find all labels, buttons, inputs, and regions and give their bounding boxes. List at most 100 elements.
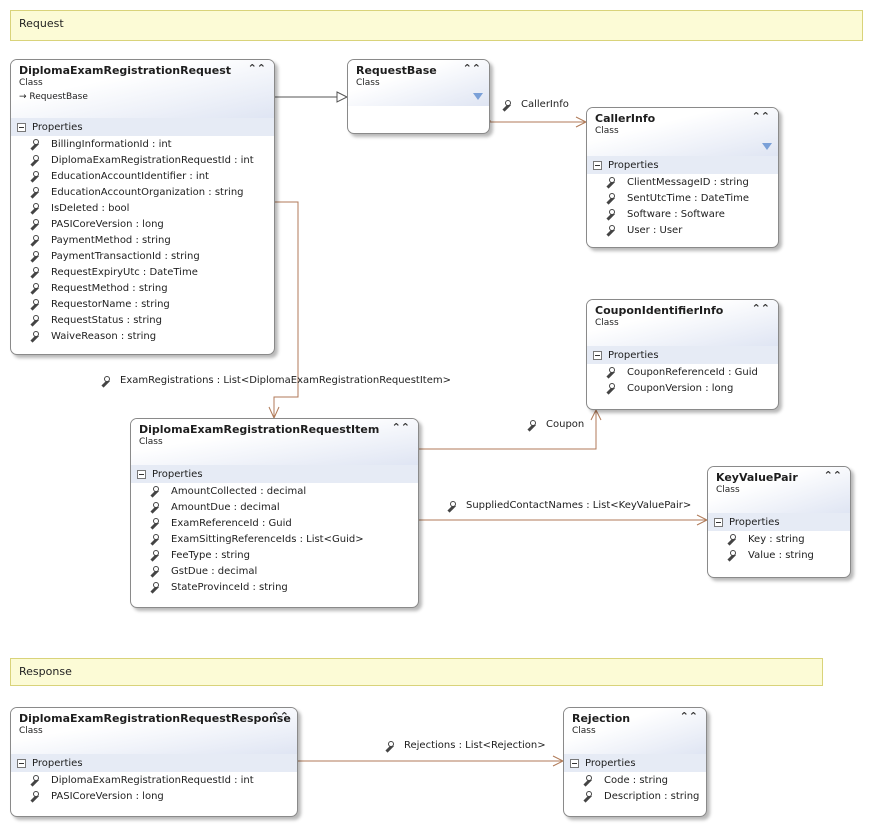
wrench-icon <box>29 171 39 181</box>
property-row[interactable]: ExamSittingReferenceIds : List<Guid> <box>131 531 418 547</box>
property-row[interactable]: Code : string <box>564 772 706 788</box>
class-kind: Class <box>595 126 619 136</box>
property-row[interactable]: RequestorName : string <box>11 296 274 312</box>
properties-section-header[interactable]: Properties <box>587 156 778 174</box>
property-row[interactable]: Software : Software <box>587 206 778 222</box>
collapse-chevrons-icon[interactable]: ⌃⌃ <box>823 469 842 482</box>
wrench-icon <box>29 251 39 261</box>
collapse-box-icon[interactable] <box>17 758 26 768</box>
collapse-chevrons-icon[interactable]: ⌃⌃ <box>751 302 770 315</box>
properties-section-header[interactable]: Properties <box>587 346 778 364</box>
property-text: DiplomaExamRegistrationRequestId : int <box>51 154 254 166</box>
property-row[interactable]: Description : string <box>564 788 706 804</box>
wrench-icon <box>501 99 511 110</box>
class-header: DiplomaExamRegistrationRequestResponse C… <box>11 708 297 754</box>
wrench-icon <box>29 155 39 165</box>
properties-section-header[interactable]: Properties <box>708 513 850 531</box>
rejections-association-label: Rejections : List<Rejection> <box>384 740 546 751</box>
class-name: DiplomaExamRegistrationRequestItem <box>139 423 380 436</box>
collapse-box-icon[interactable] <box>570 758 579 768</box>
property-row[interactable]: ClientMessageID : string <box>587 174 778 190</box>
filter-icon[interactable] <box>762 143 772 150</box>
property-row[interactable]: CouponReferenceId : Guid <box>587 364 778 380</box>
wrench-icon <box>384 740 394 751</box>
coupon-association-label: Coupon <box>526 419 584 430</box>
class-keyvaluepair[interactable]: KeyValuePair Class ⌃⌃ Properties Key : s… <box>707 466 851 578</box>
properties-section-header[interactable]: Properties <box>564 754 706 772</box>
callerinfo-association-label: CallerInfo <box>501 99 569 110</box>
properties-section-header[interactable]: Properties <box>131 465 418 483</box>
class-diplomaexamregistrationrequestitem[interactable]: DiplomaExamRegistrationRequestItem Class… <box>130 418 419 608</box>
collapse-box-icon[interactable] <box>593 350 602 360</box>
property-row[interactable]: SentUtcTime : DateTime <box>587 190 778 206</box>
wrench-icon <box>605 209 615 219</box>
property-row[interactable]: RequestStatus : string <box>11 312 274 328</box>
properties-section-header[interactable]: Properties <box>11 118 274 136</box>
wrench-icon <box>582 791 592 801</box>
property-row[interactable]: RequestMethod : string <box>11 280 274 296</box>
collapse-chevrons-icon[interactable]: ⌃⌃ <box>751 110 770 123</box>
property-row[interactable]: WaiveReason : string <box>11 328 274 344</box>
class-header: DiplomaExamRegistrationRequest Class → R… <box>11 60 274 118</box>
collapse-box-icon[interactable] <box>593 160 602 170</box>
property-row[interactable]: AmountCollected : decimal <box>131 483 418 499</box>
collapse-chevrons-icon[interactable]: ⌃⌃ <box>679 710 698 723</box>
property-row[interactable]: EducationAccountOrganization : string <box>11 184 274 200</box>
property-row[interactable]: User : User <box>587 222 778 238</box>
wrench-icon <box>149 502 159 512</box>
collapse-chevrons-icon[interactable]: ⌃⌃ <box>391 421 410 434</box>
wrench-icon <box>605 225 615 235</box>
property-row[interactable]: CouponVersion : long <box>587 380 778 396</box>
class-diplomaexamregistrationrequestresponse[interactable]: DiplomaExamRegistrationRequestResponse C… <box>10 707 298 817</box>
filter-icon[interactable] <box>473 93 483 100</box>
property-row[interactable]: ExamReferenceId : Guid <box>131 515 418 531</box>
property-row[interactable]: Key : string <box>708 531 850 547</box>
class-callerinfo[interactable]: CallerInfo Class ⌃⌃ Properties ClientMes… <box>586 107 779 248</box>
wrench-icon <box>29 283 39 293</box>
property-text: AmountCollected : decimal <box>171 485 307 497</box>
property-row[interactable]: BillingInformationId : int <box>11 136 274 152</box>
property-row[interactable]: DiplomaExamRegistrationRequestId : int <box>11 772 297 788</box>
property-text: ClientMessageID : string <box>627 176 749 188</box>
collapse-box-icon[interactable] <box>17 122 26 132</box>
class-kind: Class <box>716 485 740 495</box>
class-diplomaexamregistrationrequest[interactable]: DiplomaExamRegistrationRequest Class → R… <box>10 59 275 355</box>
property-row[interactable]: Value : string <box>708 547 850 563</box>
collapse-box-icon[interactable] <box>137 469 146 479</box>
wrench-icon <box>149 550 159 560</box>
property-row[interactable]: PaymentMethod : string <box>11 232 274 248</box>
property-row[interactable]: AmountDue : decimal <box>131 499 418 515</box>
property-text: StateProvinceId : string <box>171 581 288 593</box>
property-row[interactable]: FeeType : string <box>131 547 418 563</box>
class-couponidentifierinfo[interactable]: CouponIdentifierInfo Class ⌃⌃ Properties… <box>586 299 779 410</box>
class-requestbase[interactable]: RequestBase Class ⌃⌃ <box>347 59 490 134</box>
property-text: PaymentTransactionId : string <box>51 250 200 262</box>
properties-section-header[interactable]: Properties <box>11 754 297 772</box>
property-text: SentUtcTime : DateTime <box>627 192 750 204</box>
collapse-box-icon[interactable] <box>714 517 723 527</box>
property-text: EducationAccountIdentifier : int <box>51 170 209 182</box>
wrench-icon <box>29 203 39 213</box>
property-row[interactable]: PASICoreVersion : long <box>11 216 274 232</box>
class-rejection[interactable]: Rejection Class ⌃⌃ Properties Code : str… <box>563 707 707 817</box>
property-text: User : User <box>627 224 683 236</box>
property-row[interactable]: PASICoreVersion : long <box>11 788 297 804</box>
collapse-chevrons-icon[interactable]: ⌃⌃ <box>462 62 481 75</box>
property-row[interactable]: StateProvinceId : string <box>131 579 418 595</box>
property-row[interactable]: RequestExpiryUtc : DateTime <box>11 264 274 280</box>
property-row[interactable]: DiplomaExamRegistrationRequestId : int <box>11 152 274 168</box>
class-header: DiplomaExamRegistrationRequestItem Class… <box>131 419 418 465</box>
property-text: CouponVersion : long <box>627 382 734 394</box>
property-row[interactable]: GstDue : decimal <box>131 563 418 579</box>
property-row[interactable]: EducationAccountIdentifier : int <box>11 168 274 184</box>
property-row[interactable]: IsDeleted : bool <box>11 200 274 216</box>
inheritance-arrowhead <box>336 91 349 103</box>
wrench-icon <box>29 267 39 277</box>
property-row[interactable]: PaymentTransactionId : string <box>11 248 274 264</box>
collapse-chevrons-icon[interactable]: ⌃⌃ <box>247 62 266 75</box>
collapse-chevrons-icon[interactable]: ⌃⌃ <box>270 710 289 723</box>
